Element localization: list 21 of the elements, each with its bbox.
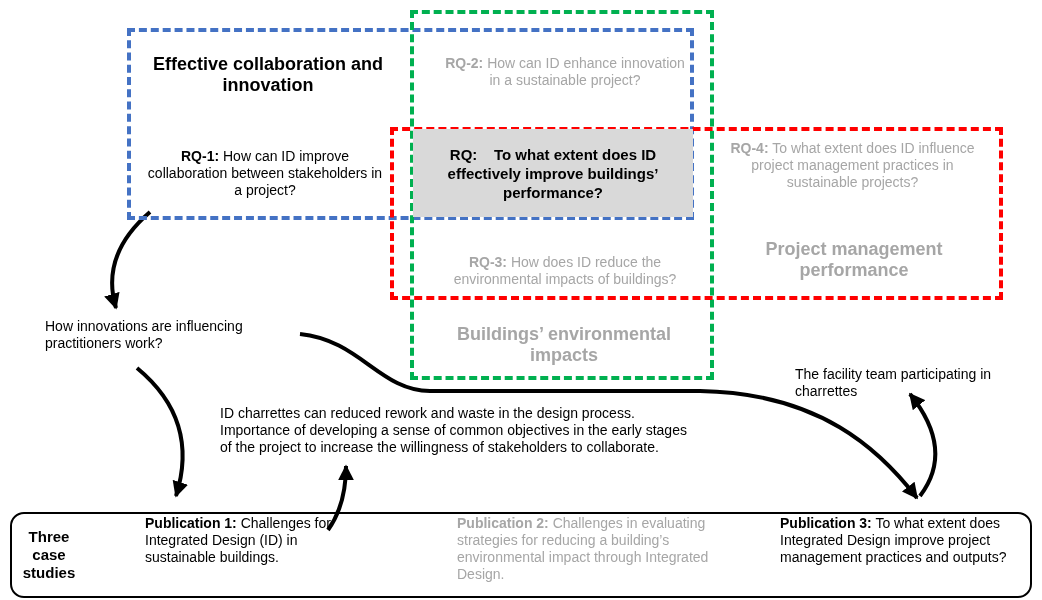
- rounded-frame: [10, 512, 1032, 598]
- question-text: How innovations are influencing practitioners work?: [45, 318, 295, 352]
- curved-arrow: [326, 464, 354, 532]
- curved-arrow: [135, 366, 188, 498]
- question-text: RQ-2: How can ID enhance innovation in a sustainable project?: [444, 55, 686, 89]
- curved-arrow: [908, 392, 938, 498]
- curved-arrow: [299, 332, 919, 500]
- frame-heading: Buildings’ environmental impacts: [456, 324, 672, 366]
- finding-text: The facility team participating in charrettes: [795, 366, 1040, 400]
- frame-heading: Project management performance: [764, 239, 944, 281]
- publication-text: Publication 3: To what extent does Integrated Design improve project management practices and outputs?: [780, 515, 1020, 566]
- question-text: RQ-4: To what extent does ID influence project management practices in sustainable projects?: [729, 140, 976, 191]
- finding-text: ID charrettes can reduced rework and waste in the design process. Importance of developing a sense of common objectives in the early stages of the project to increase the willingness of stakeholders to collaborate.: [220, 405, 700, 456]
- publication-text: Publication 1: Challenges for Integrated Design (ID) in sustainable buildings.: [145, 515, 335, 566]
- question-text: RQ-3: How does ID reduce the environmental impacts of buildings?: [452, 254, 678, 288]
- frame-heading: Three case studies: [21, 528, 77, 582]
- frame-heading: Effective collaboration and innovation: [151, 54, 384, 96]
- curved-arrow: [104, 210, 152, 310]
- highlight-box: RQ: To what extent does ID effectively improve buildings’ performance?: [413, 129, 693, 217]
- question-text: RQ-1: How can ID improve collaboration between stakeholders in a project?: [145, 148, 385, 199]
- publication-text: Publication 2: Challenges in evaluating strategies for reducing a building’s environmental impact through Integrated Design.: [457, 515, 722, 583]
